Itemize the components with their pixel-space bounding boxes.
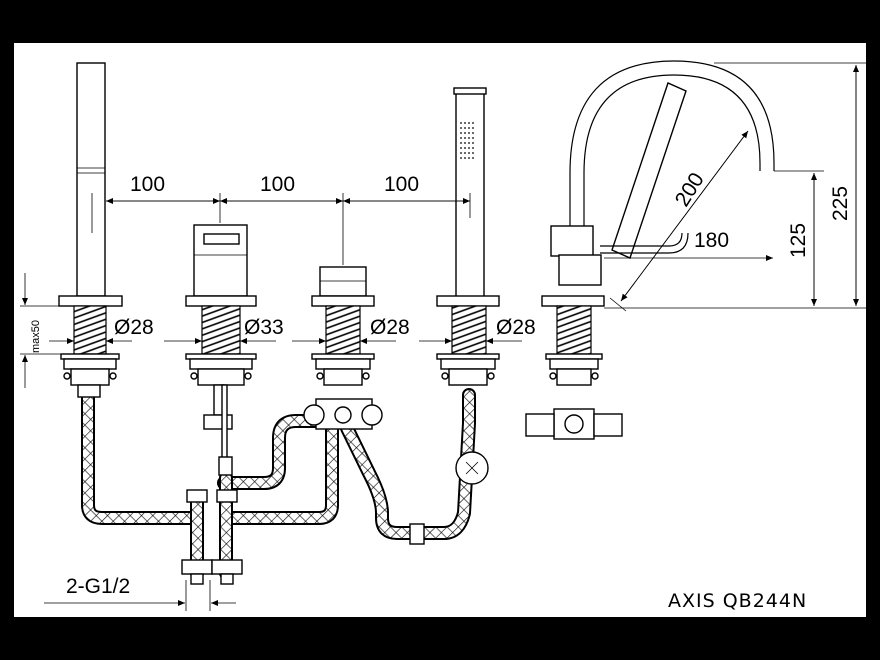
technical-drawing: 100 100 100 Ø28 Ø33 Ø28 Ø28 max50 180 20… [20,60,866,612]
dim-spacing-3: 100 [384,173,419,196]
dim-max-depth: max50 [30,320,42,353]
unit-diverter [303,266,383,430]
unit-handshower-left [58,62,123,398]
dim-diameter-2: Ø33 [244,316,284,339]
dim-diameter-3: Ø28 [370,316,410,339]
dimension-lines [20,62,866,611]
dim-spacing-1: 100 [130,173,165,196]
dim-connection: 2-G1/2 [66,575,130,598]
dim-diameter-4: Ø28 [496,316,536,339]
dim-reach: 180 [694,229,729,252]
shower-nozzle-grid [460,122,474,159]
dim-spout-length: 200 [671,169,709,211]
unit-mixer [185,224,257,503]
unit-spout-side [525,60,775,440]
product-code: AXIS QB244N [668,590,807,612]
dim-total-height: 225 [829,186,852,221]
drawing-sheet: 100 100 100 Ø28 Ø33 Ø28 Ø28 max50 180 20… [14,43,866,617]
dim-spout-height: 125 [787,223,810,258]
dim-diameter-1: Ø28 [114,316,154,339]
hose-assembly [81,388,476,580]
unit-handshower-right [409,87,500,545]
dim-spacing-2: 100 [260,173,295,196]
